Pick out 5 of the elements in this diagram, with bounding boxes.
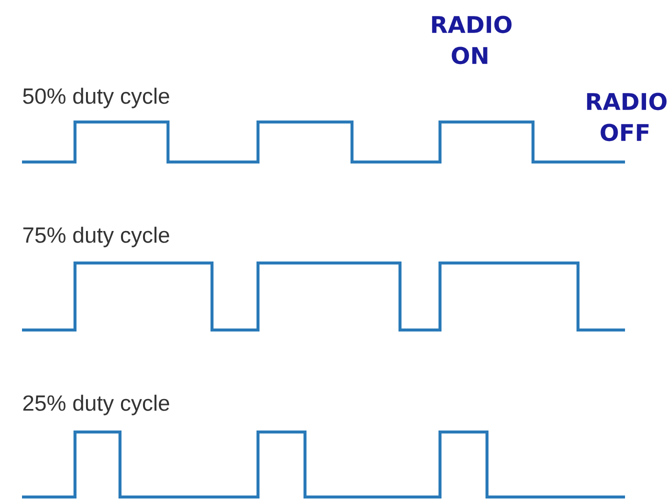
duty-cycle-label: 75% duty cycle xyxy=(23,226,170,248)
duty-cycle-label: 25% duty cycle xyxy=(23,394,170,416)
state-label: RADIO ON xyxy=(432,16,512,64)
duty-cycle-label: 50% duty cycle xyxy=(23,88,170,108)
state-label: RADIO OFF xyxy=(587,92,667,142)
